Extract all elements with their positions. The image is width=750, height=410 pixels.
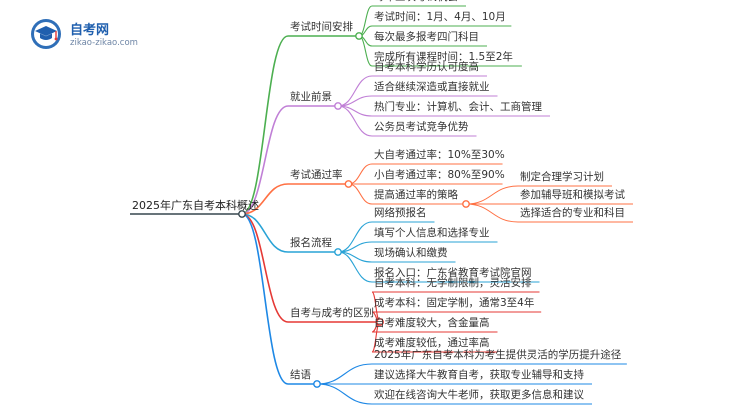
node-expander[interactable] [344, 180, 353, 188]
leaf-node[interactable]: 填写个人信息和选择专业 [374, 227, 490, 239]
leaf-node[interactable]: 报名入口：广东省教育考试院官网 [374, 267, 532, 279]
leaf-node[interactable]: 欢迎在线咨询大牛老师，获取更多信息和建议 [374, 389, 584, 401]
leaf-node[interactable]: 自考难度较大，含金量高 [374, 317, 490, 329]
leaf-node[interactable]: 提高通过率的策略 [374, 189, 458, 201]
leaf-node[interactable]: 成考难度较低，通过率高 [374, 337, 490, 349]
branch-node-5[interactable]: 自考与成考的区别 [290, 307, 374, 319]
connector-curve [241, 213, 289, 253]
leaf-node[interactable]: 网络预报名 [374, 207, 427, 219]
leaf-node[interactable]: 自考本科学历认可度高 [374, 61, 479, 73]
node-expander[interactable] [334, 102, 342, 110]
leaf-node[interactable]: 每次最多报考四门科目 [374, 31, 479, 43]
leaf-node[interactable]: 考试时间：1月、4月、10月 [374, 11, 506, 23]
node-expander[interactable] [313, 380, 321, 388]
branch-node-1[interactable]: 考试时间安排 [290, 21, 353, 33]
leaf-node[interactable]: 自考本科：无学制限制，灵活安排 [374, 277, 532, 289]
connector-curve [348, 163, 373, 185]
node-expander[interactable] [376, 318, 384, 326]
leaf-node[interactable]: 大自考通过率：10%至30% [374, 149, 505, 161]
leaf-node[interactable]: 建议选择大牛教育自考，获取专业辅导和支持 [374, 369, 584, 381]
connector-curve [241, 213, 289, 323]
leaf-node[interactable]: 公务员考试竞争优势 [374, 121, 469, 133]
leaf-node[interactable]: 每年三次考试机会 [374, 0, 458, 4]
brand-title: 自考网 [70, 23, 110, 38]
leaf-node[interactable]: 成考本科：固定学制，通常3至4年 [374, 297, 535, 309]
branch-node-6[interactable]: 结语 [290, 369, 311, 381]
leaf-node[interactable]: 2025年广东自考本科为考生提供灵活的学历提升途径 [374, 349, 622, 361]
graduation-cap-icon [31, 19, 61, 49]
node-expander[interactable] [355, 32, 363, 40]
leaf-node[interactable]: 小自考通过率：80%至90% [374, 169, 505, 181]
connector-curve [241, 183, 289, 215]
root-node[interactable]: 2025年广东自考本科概述 [132, 199, 259, 212]
connector-curve [241, 35, 289, 215]
leaf-node[interactable]: 热门专业：计算机、会计、工商管理 [374, 101, 542, 113]
connector-curve [348, 183, 373, 205]
leaf-node[interactable]: 现场确认和缴费 [374, 247, 448, 259]
branch-node-2[interactable]: 就业前景 [290, 91, 332, 103]
sub-leaf-node[interactable]: 参加辅导班和模拟考试 [520, 189, 625, 201]
leaf-node[interactable]: 完成所有课程时间：1.5至2年 [374, 51, 513, 63]
connector-curve [316, 363, 373, 385]
node-expander[interactable] [462, 200, 470, 208]
node-expander[interactable] [238, 210, 246, 218]
branch-node-4[interactable]: 报名流程 [290, 237, 332, 249]
sub-leaf-node[interactable]: 选择适合的专业和科目 [520, 207, 625, 219]
branch-node-3[interactable]: 考试通过率 [290, 169, 343, 181]
connector-curve [241, 213, 289, 385]
connector-curve [241, 105, 289, 215]
sub-leaf-node[interactable]: 制定合理学习计划 [520, 171, 604, 183]
brand-logo[interactable]: 自考网 zikao-zikao.com [30, 18, 140, 52]
brand-url: zikao-zikao.com [70, 38, 138, 48]
leaf-node[interactable]: 适合继续深造或直接就业 [374, 81, 490, 93]
connector-curve [465, 185, 519, 205]
node-expander[interactable] [334, 248, 342, 256]
connector-curve [465, 203, 519, 223]
connector-curve [316, 383, 373, 405]
